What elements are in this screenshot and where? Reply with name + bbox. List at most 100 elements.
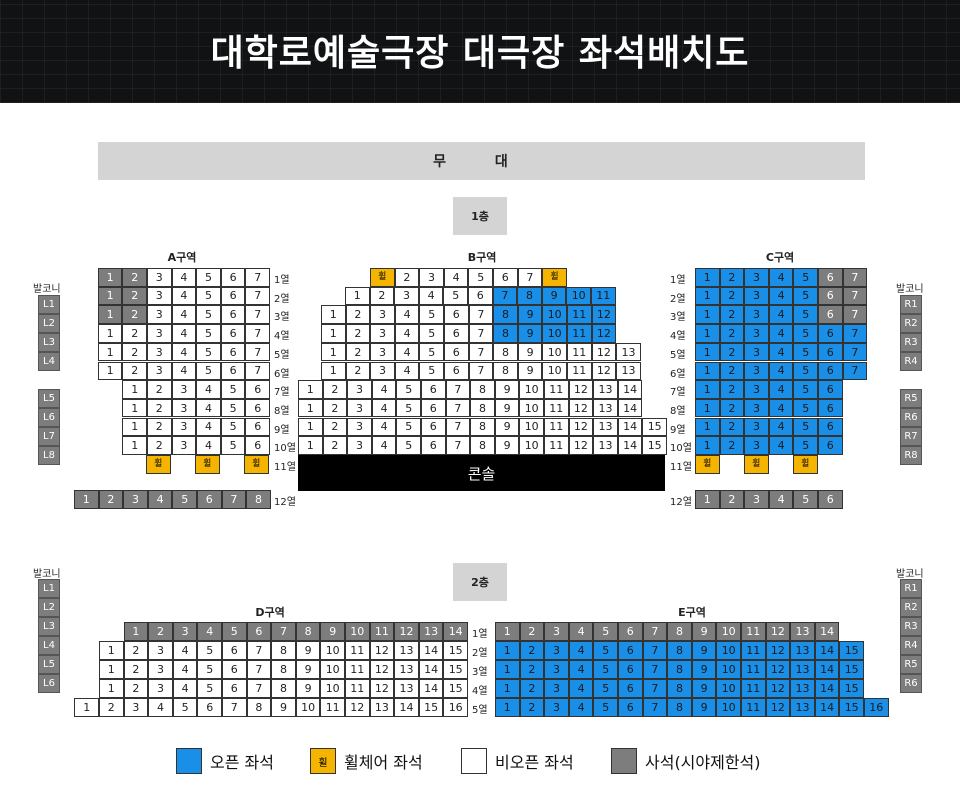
seat-e-5-14[interactable]: 14 (814, 698, 840, 717)
seat-b-9-10[interactable]: 10 (519, 417, 544, 437)
balcony-f1-r1[interactable]: R1 (900, 295, 922, 314)
seat-c-1-6[interactable]: 6 (818, 268, 843, 287)
seat-e-2-12[interactable]: 12 (765, 641, 791, 660)
seat-d-2-2[interactable]: 2 (123, 641, 149, 660)
seat-d-4-8[interactable]: 8 (271, 679, 296, 698)
seat-e-4-12[interactable]: 12 (765, 679, 791, 698)
seat-d-3-1[interactable]: 1 (99, 660, 124, 679)
seat-e-1-6[interactable]: 6 (618, 622, 643, 641)
balcony-f1-l6[interactable]: L6 (38, 408, 60, 427)
seat-c-2-6[interactable]: 6 (818, 286, 843, 306)
seat-d-5-12[interactable]: 12 (345, 698, 370, 717)
seat-c-3-4[interactable]: 4 (768, 305, 794, 324)
seat-c-11-3[interactable]: 휠 (793, 455, 818, 474)
seat-c-9-5[interactable]: 5 (793, 417, 818, 437)
seat-e-1-9[interactable]: 9 (691, 622, 717, 641)
seat-b-10-14[interactable]: 14 (617, 436, 643, 455)
seat-c-4-6[interactable]: 6 (818, 324, 843, 343)
seat-b-10-13[interactable]: 13 (593, 436, 618, 455)
seat-d-1-8[interactable]: 8 (295, 622, 321, 641)
seat-c-9-6[interactable]: 6 (818, 417, 843, 437)
seat-b-5-12[interactable]: 12 (591, 342, 617, 362)
seat-a-6-3[interactable]: 3 (147, 361, 172, 381)
seat-d-4-14[interactable]: 14 (418, 679, 444, 698)
seat-a-3-5[interactable]: 5 (196, 305, 221, 324)
balcony-f1-r2[interactable]: R2 (900, 314, 922, 333)
seat-b-2-11[interactable]: 11 (591, 286, 616, 306)
seat-d-1-13[interactable]: 13 (418, 622, 444, 641)
seat-b-1-1[interactable]: 휠 (370, 268, 395, 287)
seat-a-12-6[interactable]: 6 (197, 490, 222, 509)
seat-b-4-10[interactable]: 10 (542, 324, 567, 343)
seat-b-9-9[interactable]: 9 (494, 417, 520, 437)
seat-d-1-2[interactable]: 2 (148, 622, 173, 641)
seat-c-12-6[interactable]: 6 (818, 490, 843, 509)
seat-b-7-14[interactable]: 14 (617, 380, 643, 399)
seat-c-4-3[interactable]: 3 (744, 324, 769, 343)
seat-a-2-4[interactable]: 4 (171, 286, 197, 306)
seat-d-3-5[interactable]: 5 (197, 660, 222, 679)
seat-b-10-7[interactable]: 7 (445, 436, 471, 455)
seat-b-1-6[interactable]: 6 (493, 268, 518, 287)
seat-b-5-8[interactable]: 8 (493, 342, 518, 362)
seat-c-6-6[interactable]: 6 (818, 361, 843, 381)
seat-c-3-6[interactable]: 6 (818, 305, 843, 324)
seat-d-3-6[interactable]: 6 (222, 660, 247, 679)
seat-b-10-5[interactable]: 5 (396, 436, 421, 455)
seat-e-4-1[interactable]: 1 (495, 679, 520, 698)
seat-e-5-8[interactable]: 8 (667, 698, 692, 717)
seat-a-4-2[interactable]: 2 (122, 324, 147, 343)
seat-a-12-8[interactable]: 8 (246, 490, 271, 509)
seat-e-3-11[interactable]: 11 (741, 660, 766, 679)
seat-c-8-2[interactable]: 2 (719, 398, 745, 418)
seat-b-7-6[interactable]: 6 (421, 380, 446, 399)
seat-a-1-5[interactable]: 5 (196, 268, 221, 287)
seat-c-12-5[interactable]: 5 (793, 490, 818, 509)
seat-d-5-2[interactable]: 2 (99, 698, 124, 717)
seat-d-5-7[interactable]: 7 (222, 698, 247, 717)
seat-b-7-11[interactable]: 11 (544, 380, 569, 399)
seat-d-5-1[interactable]: 1 (74, 698, 99, 717)
seat-e-4-8[interactable]: 8 (667, 679, 692, 698)
seat-a-7-2[interactable]: 2 (147, 380, 172, 399)
seat-e-5-5[interactable]: 5 (593, 698, 618, 717)
seat-b-4-9[interactable]: 9 (517, 324, 543, 343)
seat-d-2-7[interactable]: 7 (246, 641, 272, 660)
seat-c-11-1[interactable]: 휠 (695, 455, 720, 474)
seat-d-3-10[interactable]: 10 (320, 660, 345, 679)
seat-b-3-6[interactable]: 6 (444, 305, 469, 324)
seat-b-6-2[interactable]: 2 (345, 361, 371, 381)
seat-a-4-7[interactable]: 7 (245, 324, 270, 343)
seat-d-2-15[interactable]: 15 (443, 641, 468, 660)
seat-d-4-11[interactable]: 11 (345, 679, 370, 698)
seat-b-10-6[interactable]: 6 (421, 436, 446, 455)
seat-b-6-1[interactable]: 1 (321, 361, 346, 381)
seat-c-2-4[interactable]: 4 (768, 286, 794, 306)
balcony-f1-l7[interactable]: L7 (38, 427, 60, 446)
balcony-f2-r2[interactable]: R2 (900, 598, 922, 617)
seat-e-1-11[interactable]: 11 (741, 622, 766, 641)
seat-b-5-5[interactable]: 5 (419, 342, 444, 362)
balcony-f1-l8[interactable]: L8 (38, 446, 60, 465)
seat-a-4-1[interactable]: 1 (97, 324, 123, 343)
seat-a-12-5[interactable]: 5 (172, 490, 197, 509)
balcony-f2-r3[interactable]: R3 (900, 617, 922, 636)
seat-c-9-3[interactable]: 3 (744, 417, 769, 437)
seat-b-8-7[interactable]: 7 (445, 398, 471, 418)
seat-b-9-1[interactable]: 1 (298, 417, 323, 437)
seat-b-1-8[interactable]: 휠 (542, 268, 567, 287)
seat-c-7-1[interactable]: 1 (695, 380, 720, 399)
seat-c-4-4[interactable]: 4 (768, 324, 794, 343)
seat-d-1-10[interactable]: 10 (345, 622, 370, 641)
seat-b-10-3[interactable]: 3 (347, 436, 372, 455)
seat-a-4-5[interactable]: 5 (196, 324, 221, 343)
seat-d-3-11[interactable]: 11 (345, 660, 370, 679)
seat-e-1-12[interactable]: 12 (765, 622, 791, 641)
seat-b-1-3[interactable]: 3 (419, 268, 444, 287)
seat-c-10-6[interactable]: 6 (818, 436, 843, 455)
balcony-f1-r4[interactable]: R4 (900, 352, 922, 371)
seat-d-2-10[interactable]: 10 (320, 641, 345, 660)
seat-e-3-2[interactable]: 2 (519, 660, 545, 679)
seat-b-9-8[interactable]: 8 (470, 417, 495, 437)
seat-a-8-6[interactable]: 6 (245, 398, 270, 418)
